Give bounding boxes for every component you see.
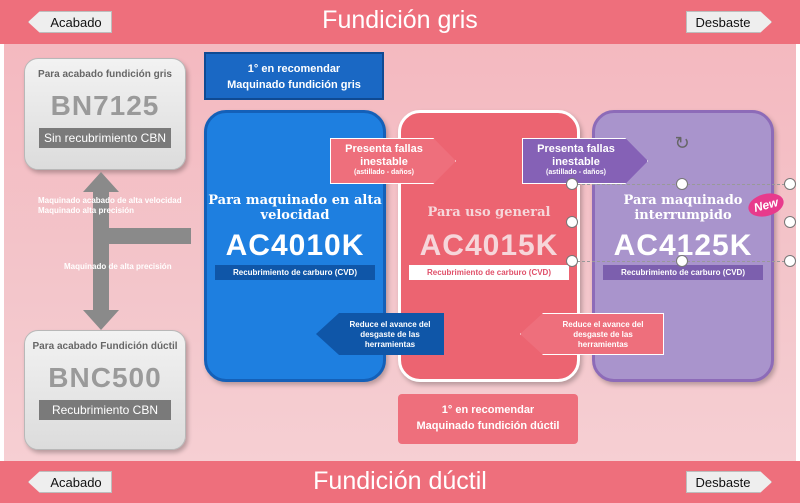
- resize-handle-bm[interactable]: [676, 255, 688, 267]
- resize-handle-bl[interactable]: [566, 255, 578, 267]
- wear-arrow-1-line3: herramientas: [364, 340, 416, 349]
- bn7125-subtitle: Para acabado fundición gris: [38, 69, 172, 80]
- fails-arrow-2-line1: Presenta fallas: [537, 143, 615, 155]
- ac4010k-coating: Recubrimiento de carburo (CVD): [215, 265, 375, 280]
- bnc500-code: BNC500: [48, 362, 162, 393]
- ac4015k-coating: Recubrimiento de carburo (CVD): [409, 265, 569, 280]
- recommend-gray-line1: 1° en recomendar: [247, 63, 341, 75]
- note-precision-machining: Maquinado de alta precisión: [64, 262, 172, 271]
- ac4125k-title: Para maquinado interrumpido: [595, 193, 771, 223]
- recommend-ductile-banner: 1° en recomendar Maquinado fundición dúc…: [398, 394, 578, 444]
- bnc500-subtitle: Para acabado Fundición dúctil: [32, 341, 178, 352]
- wear-arrow-1: Reduce el avance del desgaste de las her…: [316, 313, 444, 355]
- resize-handle-br[interactable]: [784, 255, 796, 267]
- header-band: Fundición gris: [0, 0, 800, 44]
- ac4010k-card[interactable]: Para maquinado en alta velocidad AC4010K…: [204, 110, 386, 382]
- footer-title: Fundición dúctil: [313, 467, 487, 495]
- desbaste-bottom-button[interactable]: Desbaste: [686, 471, 772, 493]
- footer-band: Fundición dúctil: [0, 461, 800, 503]
- bn7125-card[interactable]: Para acabado fundición gris BN7125 Sin r…: [24, 58, 186, 170]
- wear-arrow-2-line2: desgaste de las: [573, 330, 633, 339]
- wear-arrow-1-line2: desgaste de las: [360, 330, 420, 339]
- fails-arrow-2: Presenta fallas inestable (astillado - d…: [522, 138, 648, 184]
- arrow-down-icon: [83, 310, 119, 330]
- grey-connector-branch: [93, 228, 191, 244]
- ac4125k-title-line1: Para maquinado: [623, 193, 743, 208]
- wear-arrow-2: Reduce el avance del desgaste de las her…: [520, 313, 664, 355]
- acabado-top-button[interactable]: Acabado: [28, 11, 112, 33]
- arrow-up-icon: [83, 172, 119, 192]
- fails-arrow-1-line2: inestable: [360, 156, 408, 168]
- fails-arrow-1-note: (astillado - daños): [354, 169, 414, 176]
- fails-arrow-1: Presenta fallas inestable (astillado - d…: [330, 138, 456, 184]
- ac4010k-title-line2: velocidad: [260, 208, 330, 223]
- fails-arrow-2-line2: inestable: [552, 156, 600, 168]
- ac4010k-title: Para maquinado en alta velocidad: [207, 193, 383, 223]
- resize-handle-mr[interactable]: [784, 216, 796, 228]
- bn7125-code: BN7125: [50, 90, 160, 121]
- ac4125k-coating: Recubrimiento de carburo (CVD): [603, 265, 763, 280]
- resize-handle-tl[interactable]: [566, 178, 578, 190]
- grey-connector-shaft: [93, 190, 109, 310]
- ac4010k-title-line1: Para maquinado en alta: [208, 193, 382, 208]
- ac4015k-code: AC4015K: [419, 229, 559, 262]
- fails-arrow-2-note: (astillado - daños): [546, 169, 606, 176]
- bnc500-card[interactable]: Para acabado Fundición dúctil BNC500 Rec…: [24, 330, 186, 450]
- ac4015k-title-line1: Para uso general: [427, 205, 551, 220]
- bn7125-tag: Sin recubrimiento CBN: [39, 128, 171, 148]
- note-high-speed: Maquinado acabado de alta velocidad: [38, 196, 182, 205]
- desbaste-top-button[interactable]: Desbaste: [686, 11, 772, 33]
- rotate-icon[interactable]: ↻: [674, 133, 690, 153]
- wear-arrow-1-line1: Reduce el avance del: [349, 320, 431, 329]
- acabado-bottom-button[interactable]: Acabado: [28, 471, 112, 493]
- ac4125k-title-line2: interrumpido: [634, 208, 732, 223]
- recommend-gray-banner: 1° en recomendar Maquinado fundición gri…: [204, 52, 384, 100]
- resize-handle-tr[interactable]: [784, 178, 796, 190]
- recommend-ductile-line1: 1° en recomendar: [441, 404, 535, 416]
- fails-arrow-1-line1: Presenta fallas: [345, 143, 423, 155]
- wear-arrow-2-line3: herramientas: [577, 340, 629, 349]
- wear-arrow-2-line1: Reduce el avance del: [562, 320, 644, 329]
- bnc500-tag: Recubrimiento CBN: [39, 400, 171, 420]
- recommend-gray-line2: Maquinado fundición gris: [227, 79, 361, 91]
- resize-handle-tm[interactable]: [676, 178, 688, 190]
- page-title: Fundición gris: [322, 6, 478, 34]
- recommend-ductile-line2: Maquinado fundición dúctil: [416, 420, 560, 432]
- resize-handle-ml[interactable]: [566, 216, 578, 228]
- ac4010k-code: AC4010K: [225, 229, 365, 262]
- note-high-precision: Maquinado alta precisión: [38, 206, 135, 215]
- ac4015k-title: Para uso general: [401, 205, 577, 220]
